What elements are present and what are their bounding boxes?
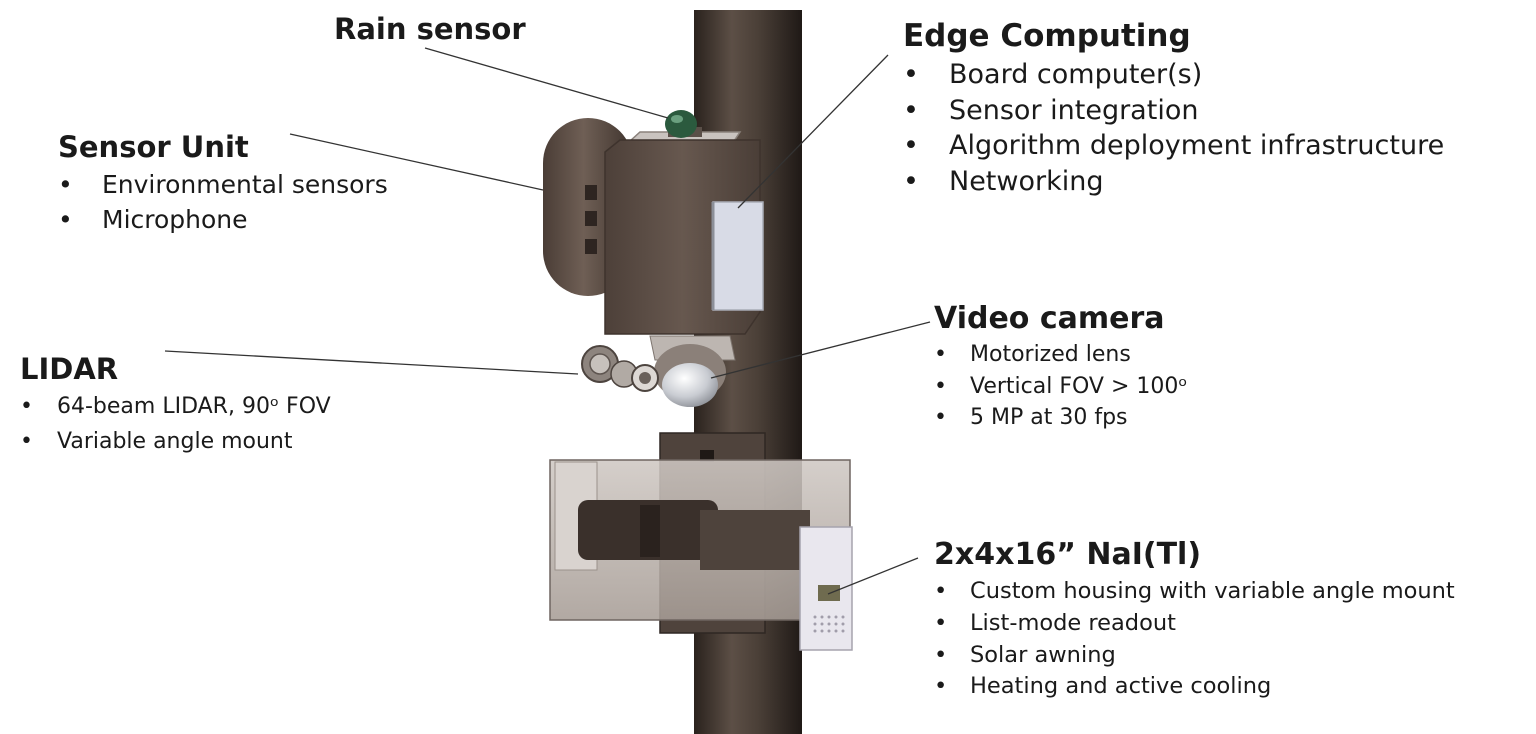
edge-computing-bullets: Board computer(s) Sensor integration Alg… [903, 57, 1444, 199]
nai-detector-assembly [549, 432, 853, 651]
bullet-item: Algorithm deployment infrastructure [903, 128, 1444, 164]
sensor-unit-bullets: Environmental sensors Microphone [58, 167, 388, 237]
lidar-bullets: 64-beam LIDAR, 90ᵒ FOV Variable angle mo… [20, 389, 331, 459]
bullet-item: Variable angle mount [20, 424, 331, 459]
nai-detector-title: 2x4x16” NaI(Tl) [934, 537, 1202, 572]
bullet-item: Environmental sensors [58, 167, 388, 202]
bullet-item: Microphone [58, 202, 388, 237]
video-camera-leader-line [710, 321, 931, 379]
video-camera-title: Video camera [934, 301, 1165, 336]
edge-computing-leader-line [737, 54, 889, 209]
video-camera-callout: Video camera Motorized lens Vertical FOV… [934, 299, 1188, 434]
edge-computing-callout: Edge Computing Board computer(s) Sensor … [903, 15, 1444, 199]
nai-detector-bullets: Custom housing with variable angle mount… [934, 576, 1455, 703]
rain-sensor-leader-line [424, 47, 669, 119]
sensor-unit-title: Sensor Unit [58, 130, 249, 164]
bullet-item: List-mode readout [934, 608, 1455, 640]
video-camera [649, 335, 736, 407]
bullet-item: Heating and active cooling [934, 671, 1455, 703]
bullet-item: Motorized lens [934, 339, 1188, 371]
bullet-item: Board computer(s) [903, 57, 1444, 93]
lidar-leader-line [164, 350, 579, 375]
lidar-callout: LIDAR 64-beam LIDAR, 90ᵒ FOV Variable an… [20, 349, 331, 459]
bullet-item: Vertical FOV > 100ᵒ [934, 371, 1188, 403]
bullet-item: Solar awning [934, 640, 1455, 672]
sensor-unit-leader-line [289, 133, 544, 191]
lidar-unit [581, 345, 659, 392]
lidar-title: LIDAR [20, 352, 119, 386]
edge-computing-title: Edge Computing [903, 18, 1191, 54]
bullet-item: 5 MP at 30 fps [934, 402, 1188, 434]
bullet-item: Networking [903, 164, 1444, 200]
nai-detector-callout: 2x4x16” NaI(Tl) Custom housing with vari… [934, 534, 1455, 703]
edge-computing-enclosure [604, 139, 764, 335]
bullet-item: Sensor integration [903, 93, 1444, 129]
nai-detector-leader-line [827, 557, 919, 595]
rain-sensor-title: Rain sensor [334, 12, 526, 46]
bullet-item: Custom housing with variable angle mount [934, 576, 1455, 608]
rain-sensor-callout: Rain sensor [334, 12, 526, 46]
sensor-unit-callout: Sensor Unit Environmental sensors Microp… [58, 127, 388, 237]
video-camera-bullets: Motorized lens Vertical FOV > 100ᵒ 5 MP … [934, 339, 1188, 434]
bullet-item: 64-beam LIDAR, 90ᵒ FOV [20, 389, 331, 424]
